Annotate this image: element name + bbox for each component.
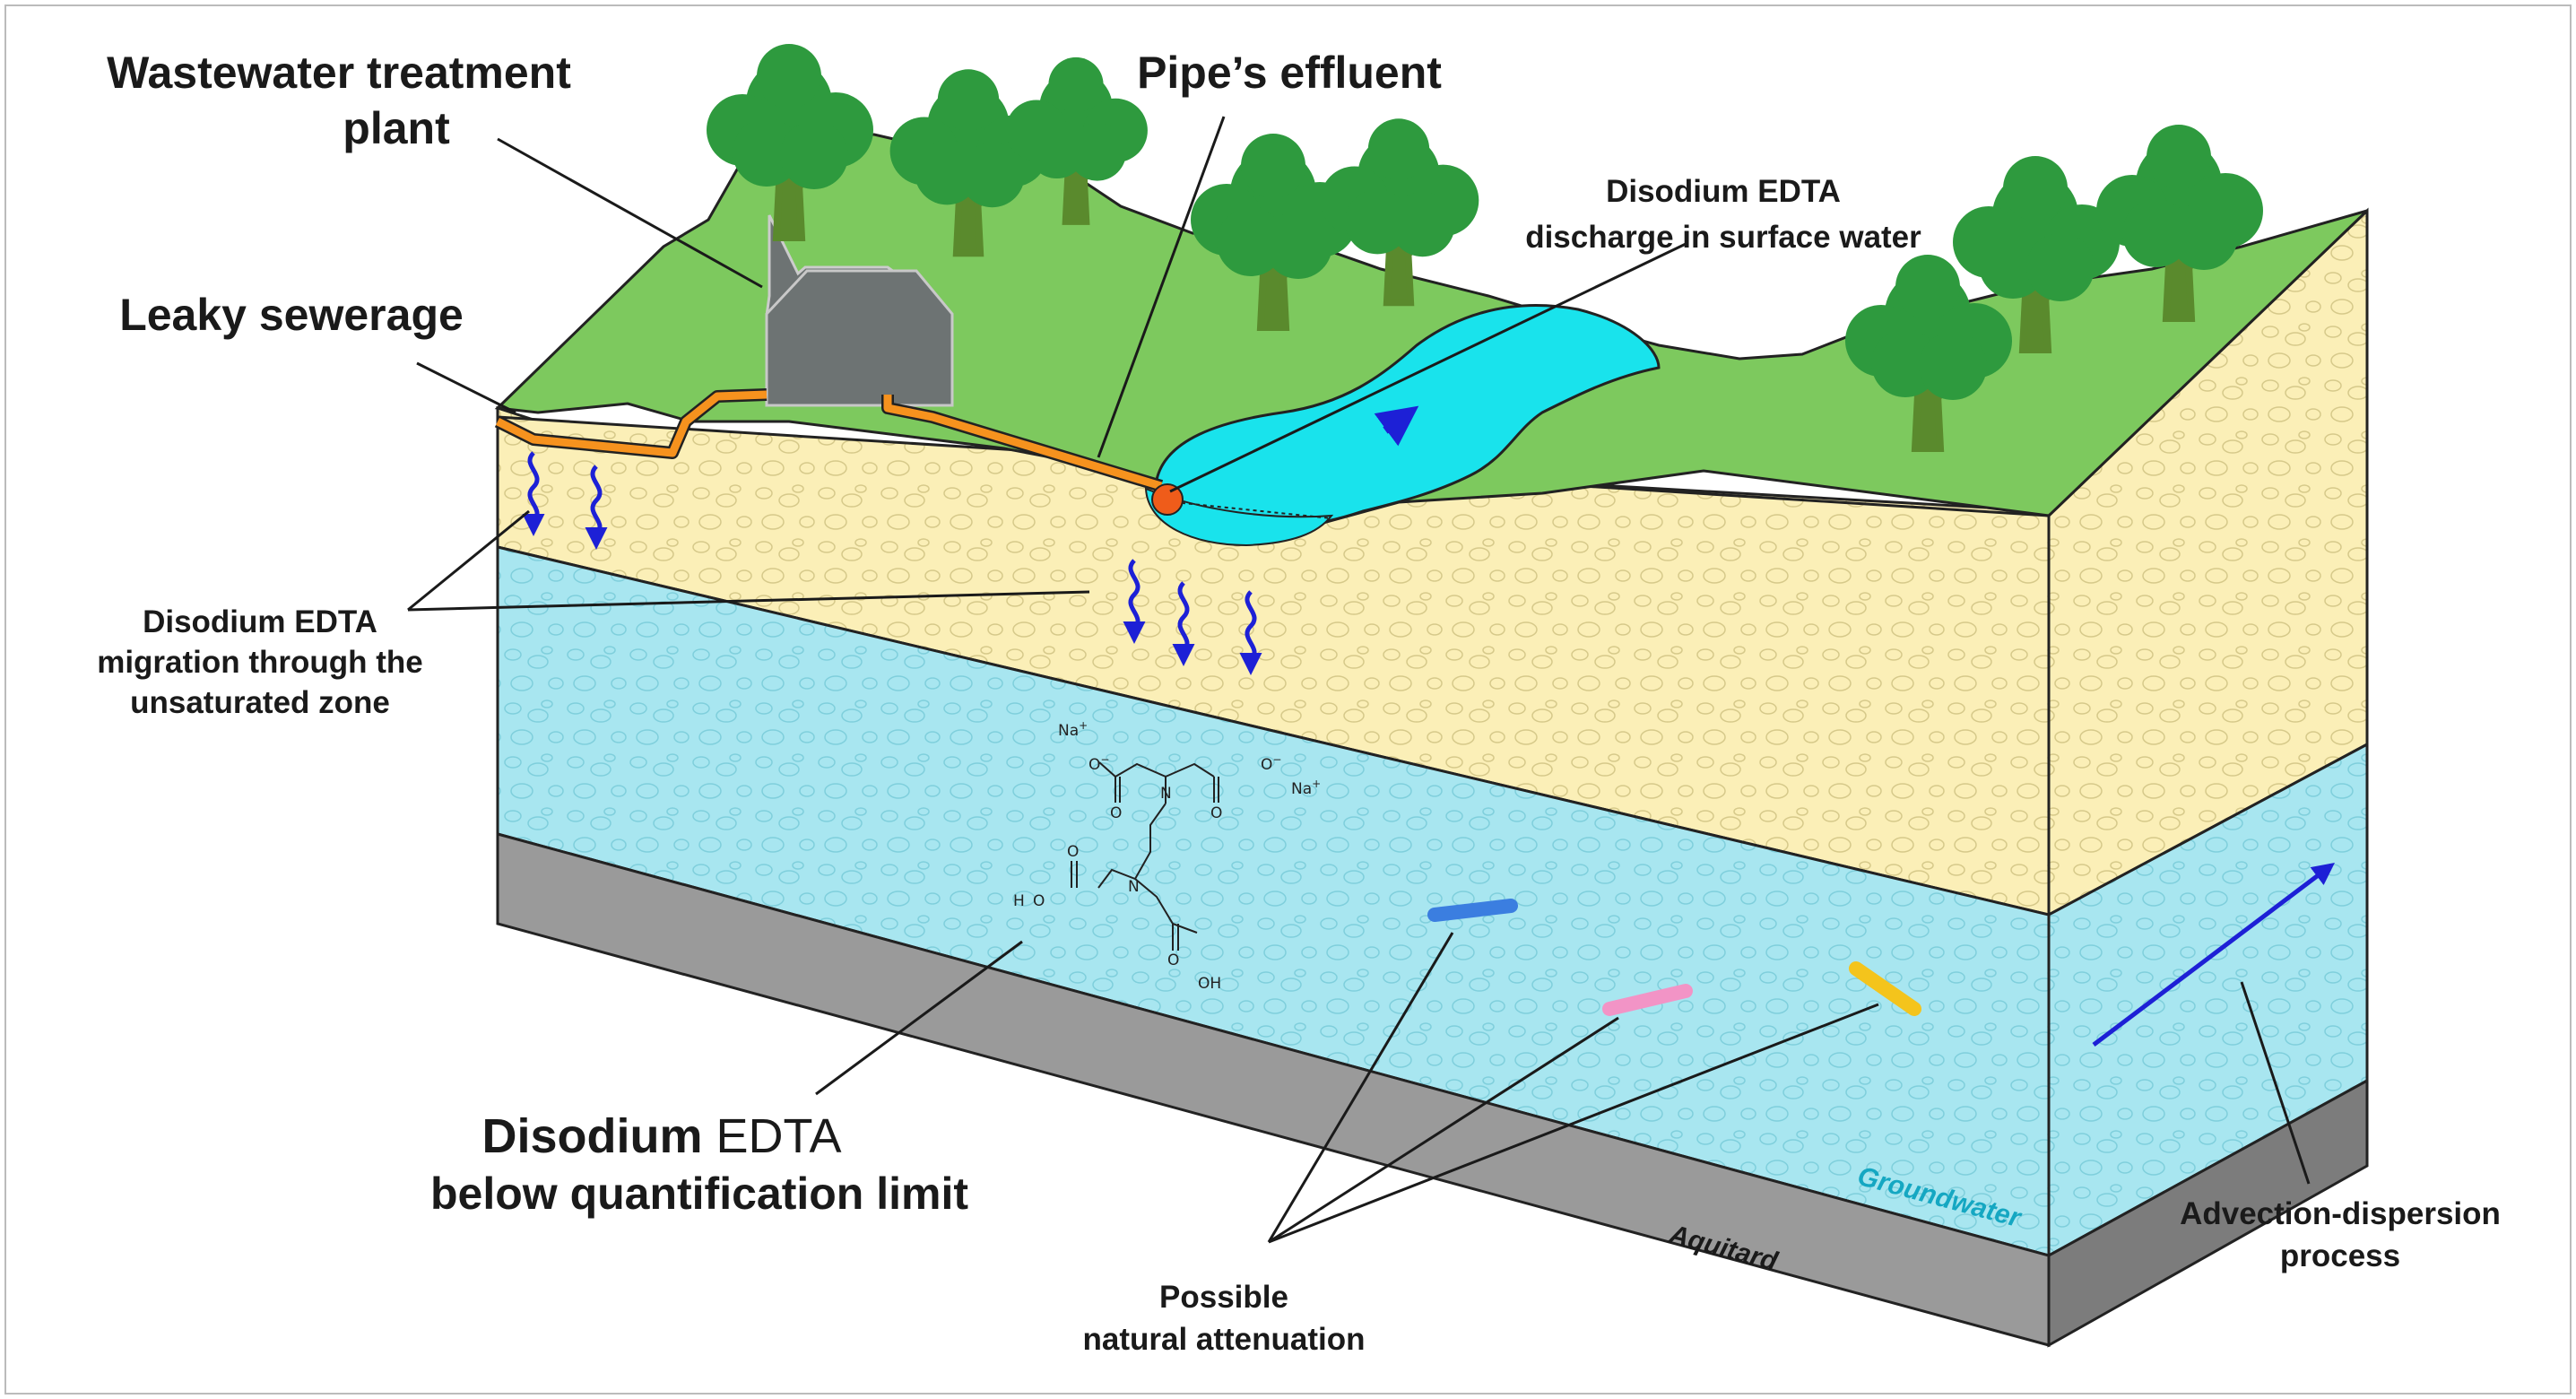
nitrogen-2: N: [1128, 878, 1140, 896]
nitrogen-1: N: [1160, 785, 1172, 803]
carbonyl-o-1: O: [1110, 804, 1122, 822]
carboxylate-o-right: O−: [1261, 753, 1281, 774]
sodium-ion-1: Na+: [1058, 719, 1088, 740]
stream-infiltration-lens: [1144, 487, 1334, 547]
label-discharge-line1: Disodium EDTA: [1606, 174, 1841, 209]
leader-lines: [407, 116, 2311, 1244]
tree: [889, 69, 1049, 257]
tree: [1845, 255, 2012, 452]
tree: [1005, 56, 1148, 225]
aquitard-side: [2047, 1078, 2369, 1348]
label-below-limit-line2: below quantification limit: [430, 1169, 968, 1219]
migration-arrow: [585, 465, 608, 550]
hydroxyl-h-left: H: [1013, 892, 1025, 910]
attenuation-bar-pink: [1602, 984, 1693, 1016]
pipe-outlet: [1151, 483, 1184, 516]
tree: [1953, 156, 2120, 353]
label-leaky-sewerage: Leaky sewerage: [119, 290, 464, 340]
leaky-sewer-pipe-fill: [495, 390, 768, 457]
hydroxyl-o-left: O: [1033, 892, 1045, 910]
migration-arrow: [1172, 581, 1195, 666]
label-wwtp-line1: Wastewater treatment: [107, 48, 571, 98]
tree: [1320, 118, 1479, 307]
label-below-limit-line1: Disodium EDTA: [481, 1109, 841, 1163]
attenuation-bar-blue: [1427, 899, 1518, 922]
label-migration-line1: Disodium EDTA: [143, 604, 377, 639]
label-wwtp-line2: plant: [343, 103, 450, 153]
tree: [707, 44, 873, 241]
carbonyl-o-4: O: [1167, 951, 1179, 969]
carbonyl-o-3: O: [1067, 843, 1079, 861]
edta-molecule: [1071, 761, 1219, 951]
hydroxyl-oh-right: OH: [1198, 975, 1221, 993]
stream-flow-arrow: [1374, 405, 1419, 447]
sodium-ion-2: Na+: [1291, 778, 1321, 798]
migration-arrows: [522, 451, 1262, 675]
migration-arrow: [1123, 559, 1146, 644]
label-attenuation-line1: Possible: [1159, 1280, 1288, 1315]
label-pipe-effluent: Pipe’s effluent: [1137, 48, 1442, 98]
edta-molecule-text: Na+ Na+ O− O− O O N N O H O O OH: [1013, 719, 1321, 993]
side-face: [2047, 207, 2369, 1348]
migration-arrow: [1239, 590, 1262, 675]
label-advection-line1: Advection-dispersion: [2180, 1196, 2501, 1231]
treatment-plant-roof: [765, 269, 954, 407]
label-attenuation-line2: natural attenuation: [1082, 1322, 1365, 1357]
tree: [2096, 125, 2263, 322]
trees: [707, 44, 2263, 452]
effluent-pipe-fill: [883, 395, 1163, 491]
carboxylate-o-left: O−: [1089, 753, 1109, 774]
attenuation-bar-yellow: [1849, 961, 1921, 1016]
stream-dotted-edge: [1174, 501, 1332, 519]
label-discharge-line2: discharge in surface water: [1525, 220, 1921, 255]
label-migration-line3: unsaturated zone: [130, 685, 390, 720]
label-migration-line2: migration through the: [97, 645, 423, 680]
migration-arrow: [522, 451, 545, 536]
advection-arrow: [2092, 862, 2335, 1047]
carbonyl-o-2: O: [1210, 804, 1222, 822]
label-advection-line2: process: [2280, 1238, 2400, 1273]
